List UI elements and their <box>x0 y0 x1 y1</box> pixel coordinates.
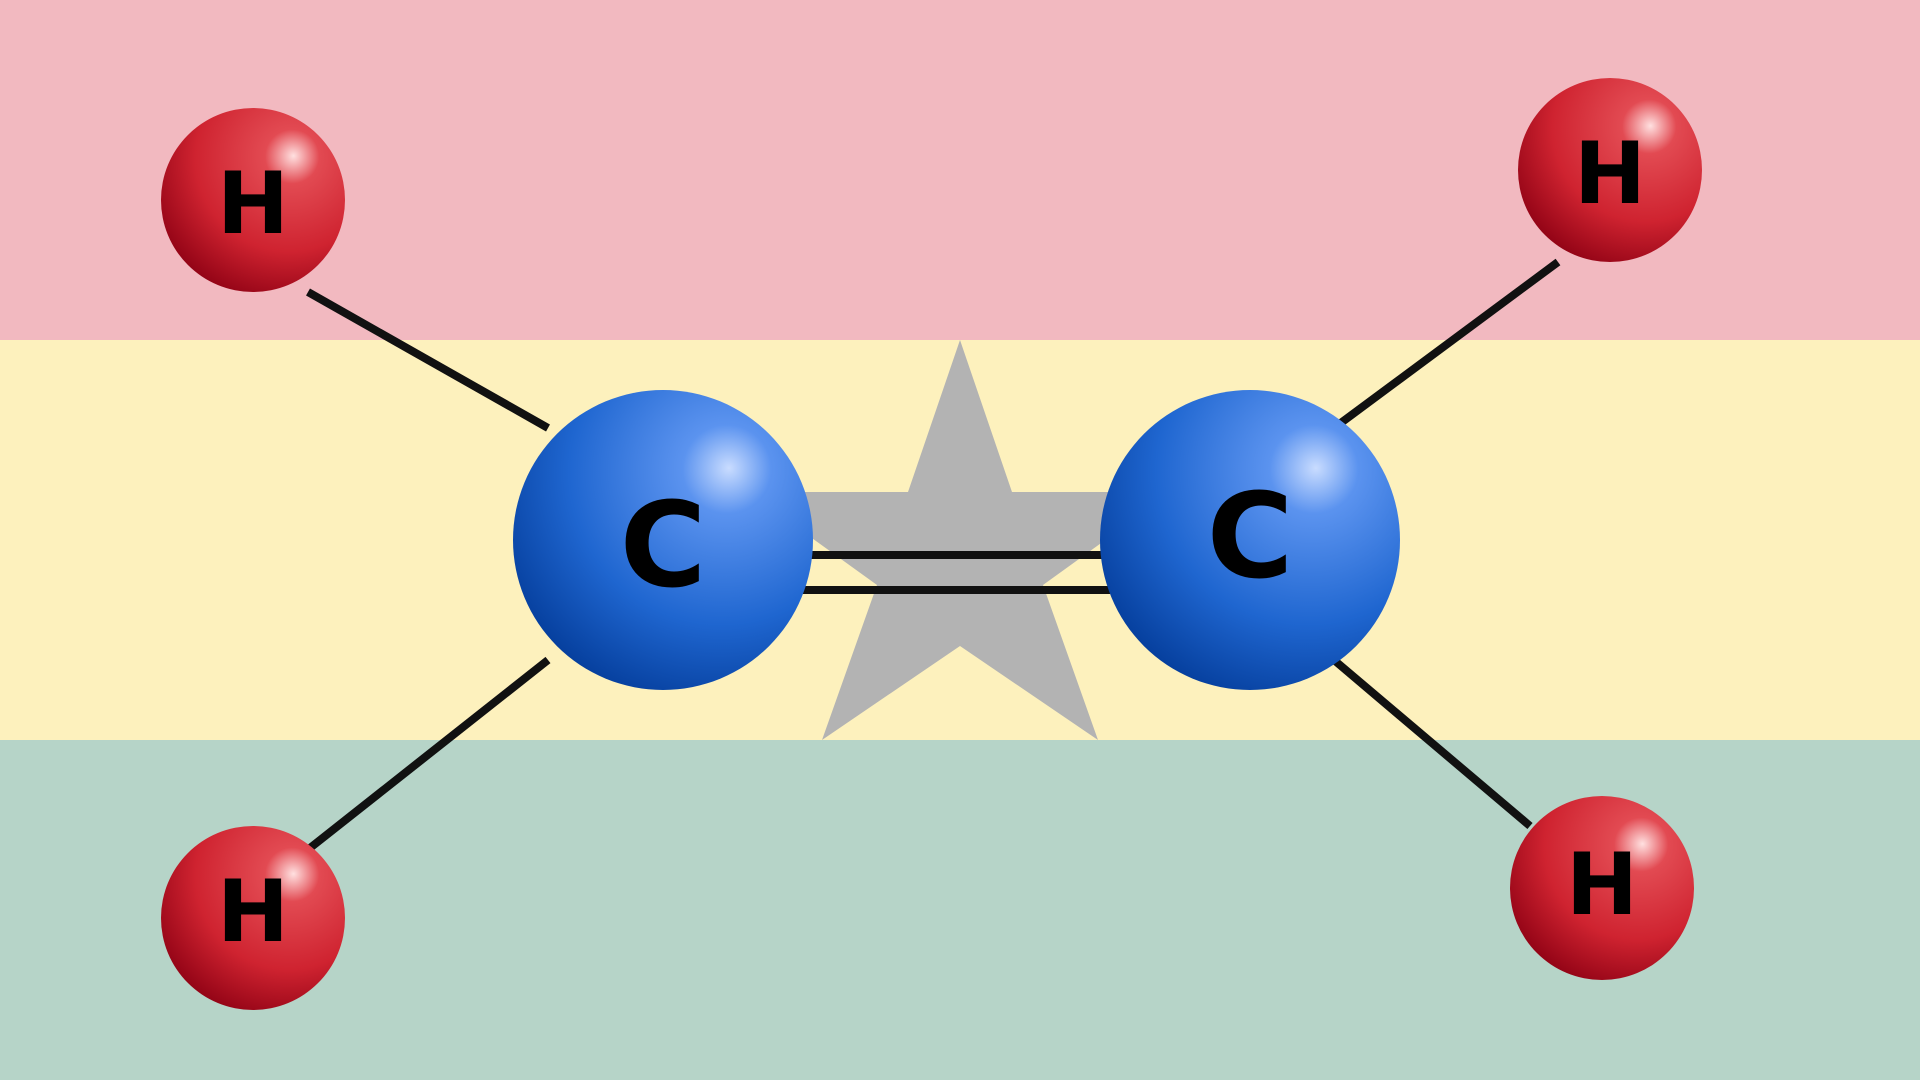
hydrogen-sphere <box>161 826 345 1010</box>
bond-h-top-left <box>306 288 550 432</box>
atom-hydrogen-top-right: H <box>1518 78 1702 262</box>
hydrogen-sphere <box>1510 796 1694 980</box>
bond-h-bottom-left <box>307 656 551 852</box>
atom-hydrogen-bottom-right: H <box>1510 796 1694 980</box>
atom-label: C <box>1207 467 1294 605</box>
hydrogen-sphere <box>161 108 345 292</box>
atom-hydrogen-top-left: H <box>161 108 345 292</box>
hydrogen-sphere <box>1518 78 1702 262</box>
atom-label: H <box>217 154 289 254</box>
atom-label: H <box>1574 124 1646 224</box>
bond-h-bottom-right <box>1331 656 1533 830</box>
atom-label: C <box>620 476 707 614</box>
atom-carbon-right: C <box>1100 390 1400 690</box>
atom-carbon-left: C <box>513 390 813 690</box>
bond-h-top-right <box>1331 258 1561 432</box>
carbon-sphere <box>1100 390 1400 690</box>
atom-hydrogen-bottom-left: H <box>161 826 345 1010</box>
double-bond-c-c <box>800 551 1110 594</box>
atom-label: H <box>1566 835 1638 935</box>
star-shape <box>748 340 1172 740</box>
carbon-sphere <box>513 390 813 690</box>
atom-label: H <box>217 862 289 962</box>
